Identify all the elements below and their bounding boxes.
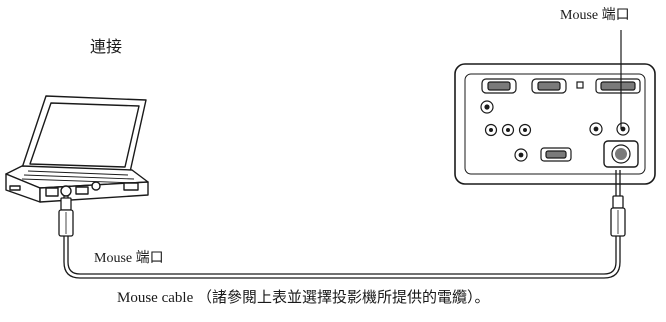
projector-panel-inner xyxy=(464,73,646,175)
laptop-mouse-port-label: Mouse 端口 xyxy=(94,251,164,266)
laptop-port-circle xyxy=(91,181,101,191)
dsub-port-2 xyxy=(531,78,567,94)
laptop-plug xyxy=(58,197,74,237)
audio-jack-2 xyxy=(616,122,630,136)
dvi-port xyxy=(595,78,641,94)
projector-mouse-port-label: Mouse 端口 xyxy=(560,8,630,23)
laptop-port-rect-2 xyxy=(75,186,89,195)
laptop-mouse-port xyxy=(60,185,72,197)
audio-jack-1 xyxy=(589,122,603,136)
laptop-illustration xyxy=(5,95,149,203)
projector-mouse-port xyxy=(603,140,639,168)
projector-ports xyxy=(480,78,641,168)
serial-port xyxy=(540,147,572,162)
small-switch xyxy=(576,81,584,89)
rca-jacks xyxy=(484,123,532,137)
laptop-port-rect-1 xyxy=(45,187,59,197)
laptop-foot-1 xyxy=(9,185,21,191)
laptop-keyboard xyxy=(21,170,139,184)
laptop-port-rect-3 xyxy=(123,182,139,191)
dsub-port-1 xyxy=(481,78,517,94)
connect-label: 連接 xyxy=(90,39,123,56)
laptop-lid-inner xyxy=(29,102,140,168)
projector-plug xyxy=(610,195,626,237)
audio-jack-3 xyxy=(514,148,528,162)
cable-caption: Mouse cable （諸參閱上表並選擇投影機所提供的電纜）。 xyxy=(117,290,490,306)
